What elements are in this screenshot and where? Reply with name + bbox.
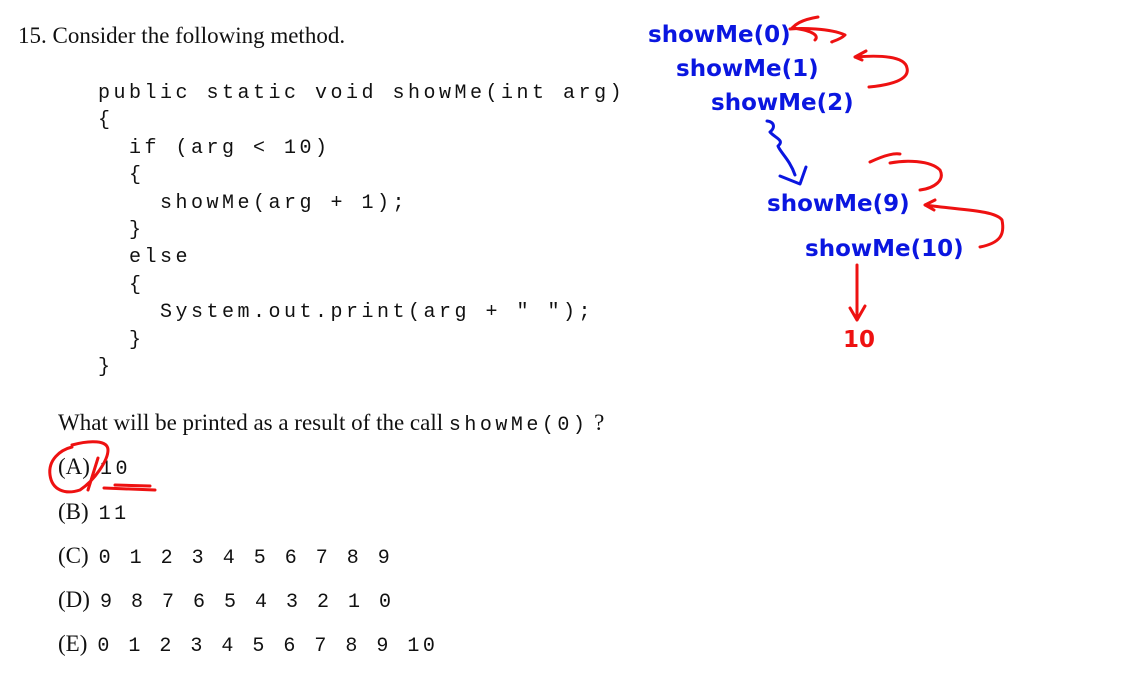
code-line: showMe(arg + 1); (98, 191, 409, 215)
option-a[interactable]: (A) 10 (58, 454, 131, 481)
option-text: 11 (98, 503, 130, 526)
option-e[interactable]: (E) 0 1 2 3 4 5 6 7 8 9 10 (58, 631, 438, 658)
code-line: public static void showMe(int arg) (98, 82, 626, 105)
skip-arrow (765, 119, 808, 186)
code-block: public static void showMe(int arg) { if (… (98, 80, 625, 381)
prompt-code: showMe(0) (448, 414, 589, 437)
prompt-text: What will be printed as a result of the … (58, 410, 444, 435)
annotation-call-10: showMe(10) (805, 236, 964, 262)
annotation-call-9: showMe(9) (767, 191, 910, 217)
option-letter: (D) (58, 587, 90, 612)
down-arrow-icon (848, 263, 867, 322)
option-b[interactable]: (B) 11 (58, 499, 130, 526)
question-prompt: What will be printed as a result of the … (58, 410, 604, 437)
annotation-call-2: showMe(2) (711, 90, 854, 116)
option-c[interactable]: (C) 0 1 2 3 4 5 6 7 8 9 (58, 543, 393, 570)
option-d[interactable]: (D) 9 8 7 6 5 4 3 2 1 0 (58, 587, 394, 614)
option-letter: (C) (58, 543, 89, 568)
return-arrow-4 (923, 198, 1005, 249)
code-line: if (arg < 10) (98, 136, 331, 160)
code-line: } (98, 355, 114, 379)
option-text: 10 (99, 458, 131, 481)
code-line: else (98, 246, 192, 270)
annotation-call-1: showMe(1) (676, 56, 819, 82)
answer-circle (48, 440, 110, 494)
option-text: 0 1 2 3 4 5 6 7 8 9 (98, 547, 394, 570)
return-arrow-1 (788, 15, 847, 44)
code-line: { (98, 109, 114, 133)
code-line: System.out.print(arg + " "); (98, 301, 595, 325)
option-letter: (B) (58, 499, 89, 524)
answer-underline (102, 483, 157, 492)
code-line: { (98, 273, 145, 297)
return-arrow-3 (868, 152, 943, 192)
code-line: { (98, 164, 145, 188)
annotation-call-0: showMe(0) (648, 22, 791, 48)
option-text: 9 8 7 6 5 4 3 2 1 0 (99, 591, 395, 614)
question-title: 15. Consider the following method. (18, 23, 346, 48)
code-line: } (98, 218, 145, 242)
return-arrow-2 (853, 49, 909, 89)
option-letter: (E) (58, 631, 88, 656)
option-text: 0 1 2 3 4 5 6 7 8 9 10 (97, 635, 439, 658)
option-letter: (A) (58, 454, 90, 479)
annotation-output: 10 (843, 327, 876, 353)
code-line: } (98, 328, 145, 352)
prompt-end: ? (594, 410, 605, 435)
